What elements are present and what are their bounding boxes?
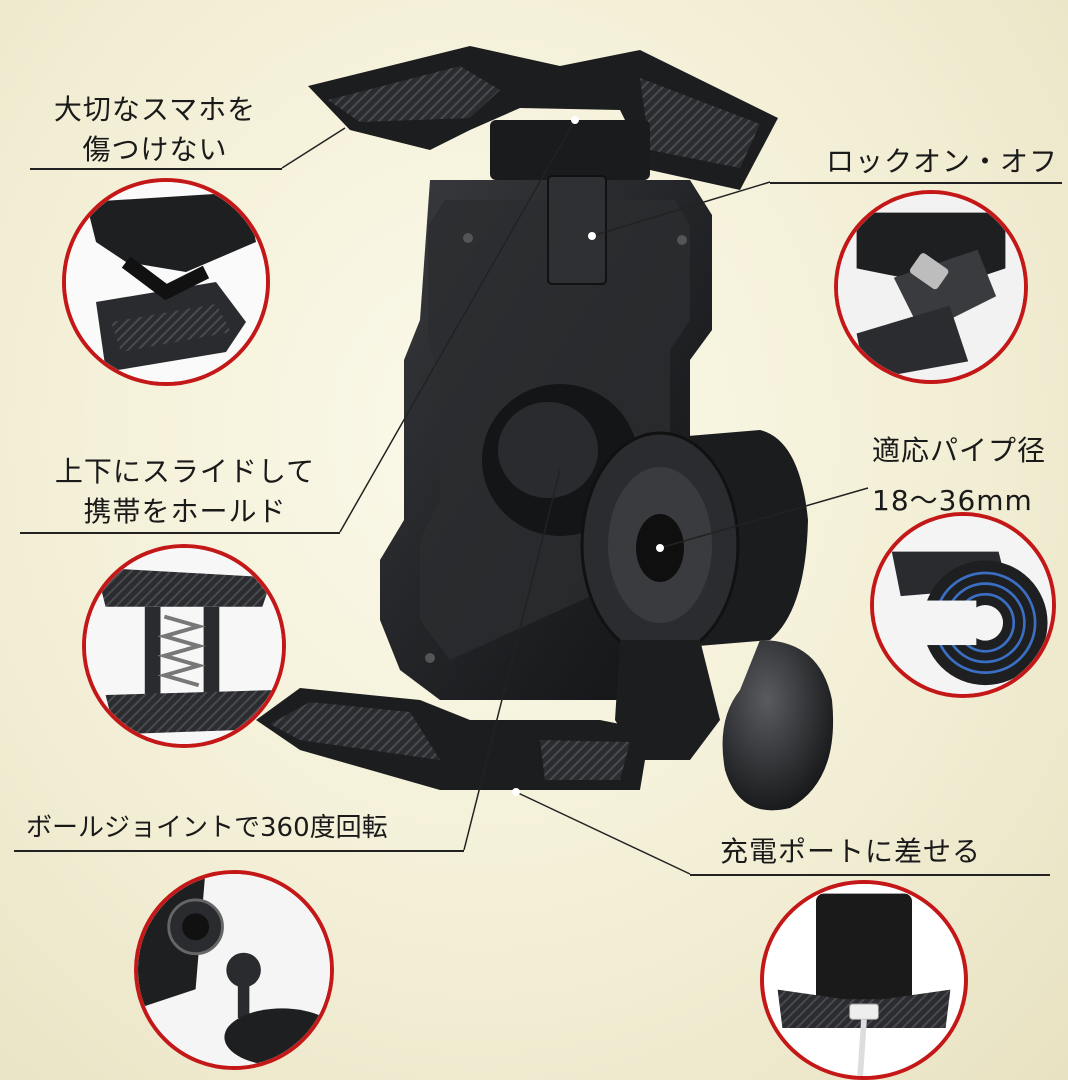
- pipe-clamp-detail-image: [874, 516, 1052, 694]
- label-slide: 上下にスライドして 携帯をホールド: [40, 452, 330, 532]
- label-slide-line1: 上下にスライドして: [54, 455, 316, 488]
- rule-lock: [770, 182, 1062, 184]
- rule-slide: [20, 532, 340, 534]
- detail-circle-slide: [82, 544, 286, 748]
- detail-circle-lock: [834, 190, 1028, 384]
- rule-charge: [690, 874, 1050, 876]
- detail-circle-ball-joint: [134, 870, 334, 1070]
- label-charge-text: 充電ポートに差せる: [720, 835, 982, 868]
- label-protect: 大切なスマホを 傷つけない: [40, 90, 270, 170]
- rule-ball-joint: [14, 850, 464, 852]
- arm-grip-detail-image: [66, 182, 266, 382]
- detail-circle-pipe: [870, 512, 1056, 698]
- detail-circle-protect: [62, 178, 270, 386]
- label-protect-line2: 傷つけない: [82, 133, 228, 166]
- lock-mechanism-detail-image: [838, 194, 1024, 380]
- label-lock-text: ロックオン・オフ: [826, 145, 1059, 178]
- label-slide-line2: 携帯をホールド: [83, 495, 287, 528]
- label-ball-joint-text: ボールジョイントで360度回転: [26, 813, 388, 843]
- detail-circle-charge: [760, 880, 968, 1080]
- label-pipe-line2: 18～36mm: [872, 484, 1033, 517]
- label-charge: 充電ポートに差せる: [720, 832, 981, 872]
- label-pipe: 適応パイプ径 18～36mm: [872, 426, 1046, 526]
- ball-joint-detail-image: [138, 874, 330, 1066]
- label-lock: ロックオン・オフ: [826, 142, 1058, 182]
- rule-protect: [30, 168, 282, 170]
- label-protect-line1: 大切なスマホを: [53, 93, 257, 126]
- label-pipe-line1: 適応パイプ径: [872, 434, 1047, 467]
- label-ball-joint: ボールジョイントで360度回転: [26, 808, 388, 848]
- charge-port-detail-image: [768, 884, 960, 1076]
- slide-spring-detail-image: [86, 548, 282, 744]
